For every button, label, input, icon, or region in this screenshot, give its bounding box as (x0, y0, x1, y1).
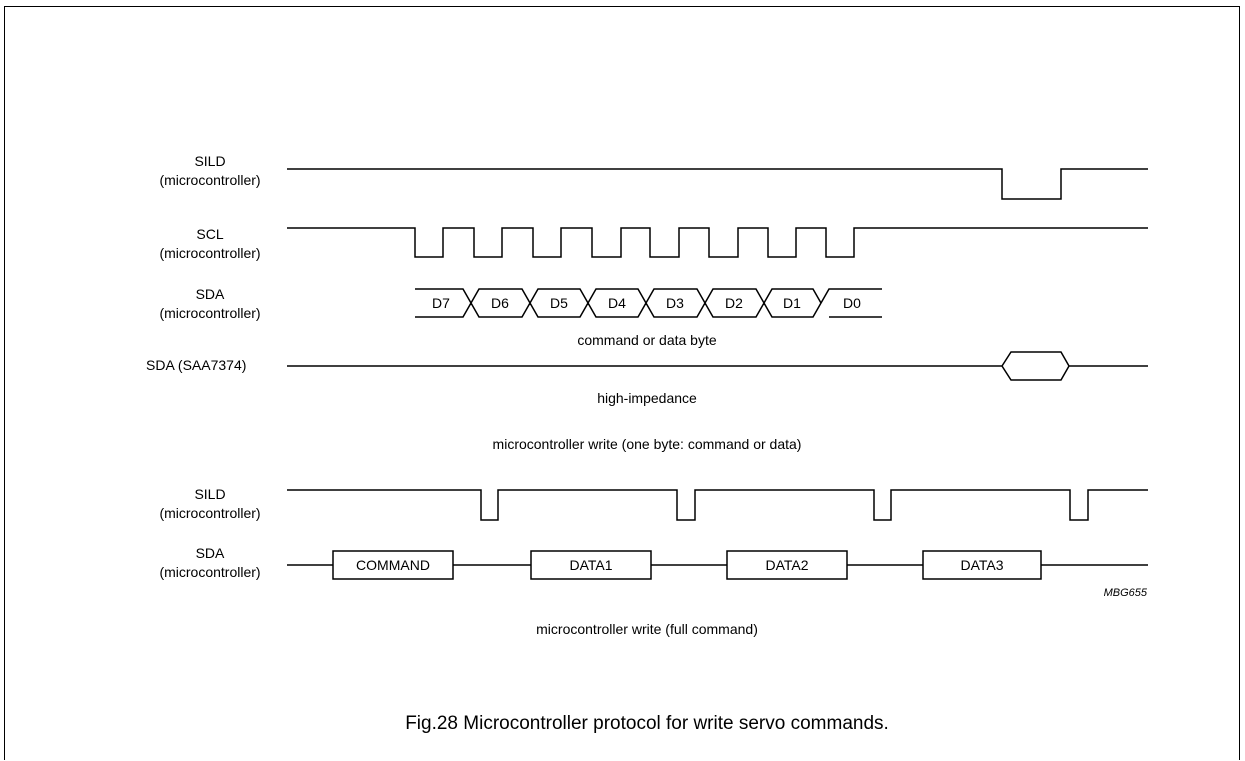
bit-label: D2 (725, 295, 743, 311)
bit-label: D4 (608, 295, 626, 311)
data1-frame (530, 550, 652, 580)
bit-label: D1 (783, 295, 801, 311)
sild-bottom-label: SILD (194, 486, 225, 502)
bit-label: D0 (843, 295, 861, 311)
bit-label: D7 (432, 295, 450, 311)
frame-label: DATA3 (960, 557, 1003, 573)
frame-label: DATA2 (765, 557, 808, 573)
frame-label: DATA1 (569, 557, 612, 573)
sda-label: SDA (196, 286, 225, 302)
data3-frame (922, 550, 1042, 580)
scl-waveform (287, 227, 1148, 258)
figure-code: MBG655 (1104, 587, 1148, 599)
frame-label: COMMAND (356, 557, 430, 573)
sda-sub-label: (microcontroller) (159, 305, 260, 321)
sild-bottom-waveform (287, 489, 1148, 521)
bit-label: D6 (491, 295, 509, 311)
bit-label: D3 (666, 295, 684, 311)
sda-frames: COMMAND DATA1 DATA2 DATA3 (332, 550, 1042, 580)
figure-caption: Fig.28 Microcontroller protocol for writ… (405, 713, 889, 734)
write-one-byte-title: microcontroller write (one byte: command… (493, 436, 802, 452)
sild-sub-label: (microcontroller) (159, 172, 260, 188)
sda-saa7374-label: SDA (SAA7374) (146, 357, 246, 373)
write-full-title: microcontroller write (full command) (536, 621, 758, 637)
high-impedance-annotation: high-impedance (597, 390, 697, 406)
bit-cells-outline (415, 288, 882, 318)
figure-frame (4, 6, 1240, 760)
sild-bottom-sub-label: (microcontroller) (159, 505, 260, 521)
sda-bottom-sub-label: (microcontroller) (159, 564, 260, 580)
command-frame (332, 550, 454, 580)
sda-saa7374-waveform (287, 351, 1148, 381)
sild-waveform (287, 168, 1148, 200)
bit-label: D5 (550, 295, 568, 311)
scl-label: SCL (196, 226, 223, 242)
byte-annotation: command or data byte (577, 332, 717, 348)
data2-frame (726, 550, 848, 580)
sda-bit-cells: D7 D6 D5 D4 D3 D2 D1 D0 (415, 288, 882, 318)
sild-label: SILD (194, 153, 225, 169)
scl-sub-label: (microcontroller) (159, 245, 260, 261)
sda-bottom-label: SDA (196, 545, 225, 561)
